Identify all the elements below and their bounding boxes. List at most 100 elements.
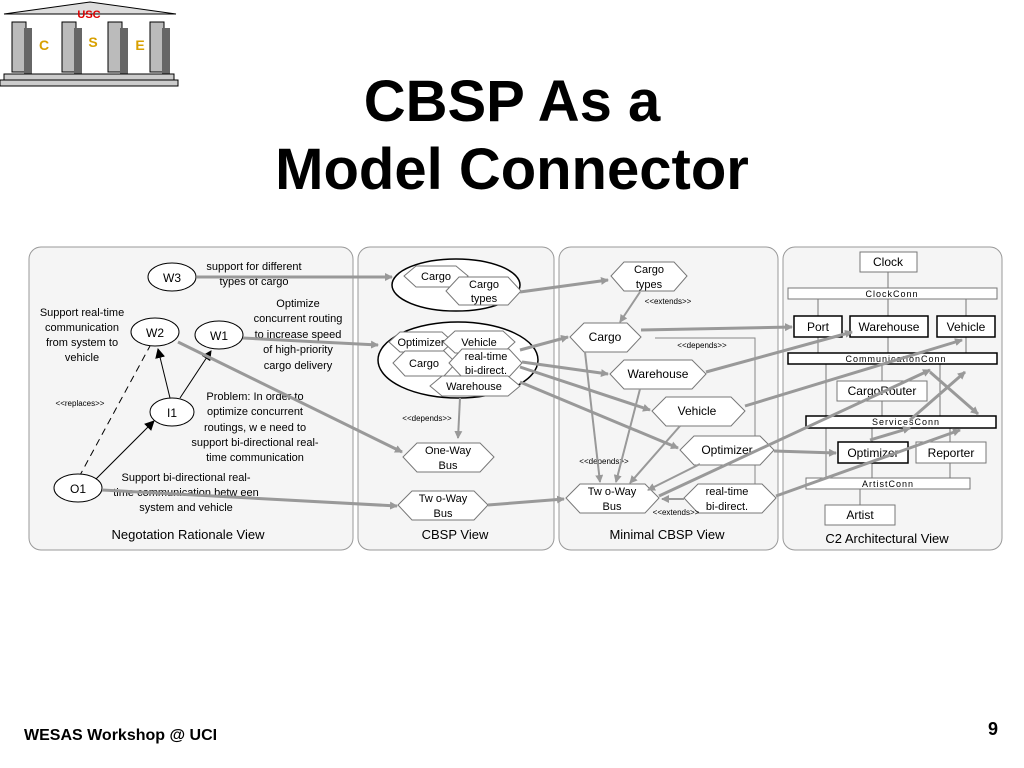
c2-vehicle-component (936, 315, 996, 338)
c2-clock-label: Clock (873, 255, 904, 269)
c2-clock-component (859, 251, 918, 273)
minimal-panel-label: Minimal CBSP View (609, 527, 725, 542)
cbsp-cargo-types-line: types (471, 293, 498, 305)
o1-label: O1 (70, 482, 86, 496)
cbsp-cargo-node (403, 265, 469, 288)
w2-to-oneway-edge (177, 340, 403, 454)
minimal-twoway-node (565, 483, 660, 514)
i1-text-line: routings, w e need to (204, 422, 306, 434)
replaces-label: <<replaces>> (56, 399, 105, 408)
minimal-cargo-to-c2-port-edge (640, 323, 793, 332)
minimal-edge (647, 463, 701, 491)
minimal-cargo-node (569, 322, 642, 353)
cbsp-vehicle-label: Vehicle (461, 337, 496, 349)
w3-text-line: types of cargo (219, 276, 288, 288)
c2-cross-edge (869, 426, 911, 442)
w1-text-line: cargo delivery (264, 360, 333, 372)
minimal-realtime-line: real-time (706, 486, 749, 498)
minimal-realtime-node (683, 483, 777, 514)
c2-commconn-bus (787, 352, 998, 365)
cbsp-cargo-label: Cargo (421, 271, 451, 283)
minimal-twoway-to-c2-commconn-edge (658, 368, 931, 498)
cbsp-to-minimal-vehicle-edge (519, 365, 651, 412)
minimal-twoway-line: Tw o-Way (588, 486, 637, 498)
cbsp-realtime-line: bi-direct. (465, 365, 507, 377)
cbsp-cargo2-label: Cargo (409, 358, 439, 370)
rationale-panel-label: Negotation Rationale View (112, 527, 266, 542)
c2-artistconn-label: ArtistConn (862, 479, 914, 489)
mapping-arrows (101, 273, 979, 510)
logo-e-text: E (135, 37, 144, 53)
c2-cross-edge (929, 370, 979, 416)
i1-to-w1-edge (179, 350, 212, 399)
w1-label: W1 (210, 329, 228, 343)
rationale-panel (28, 246, 354, 551)
minimal-extends2-label: <<extends>> (653, 508, 700, 517)
cbsp-warehouse-node (429, 375, 521, 397)
i1-label: I1 (167, 406, 177, 420)
minimal-optimizer-label: Optimizer (701, 443, 752, 457)
cbsp-oneway-line: One-Way (425, 445, 472, 457)
minimal-cargo-types-line: types (636, 279, 663, 291)
i1-text-line: Problem: In order to (206, 391, 303, 403)
title-line-1: CBSP As a (363, 69, 661, 134)
c2-reporter-label: Reporter (928, 446, 975, 460)
w3-text-line: support for different (206, 261, 301, 273)
minimal-vehicle-label: Vehicle (678, 404, 717, 418)
cbsp-to-minimal-optimizer-edge (519, 380, 679, 450)
cbsp-to-minimal-warehouse-edge (521, 360, 609, 377)
c2-panel-label: C2 Architectural View (825, 531, 949, 546)
c2-vehicle-label: Vehicle (947, 320, 986, 334)
c2-warehouse-component (849, 315, 929, 338)
w2-description: Support real-time communication from sys… (40, 307, 124, 364)
i1-text-line: support bi-directional real- (191, 437, 319, 449)
cbsp-oneway-node (402, 442, 495, 473)
w3-node (147, 262, 197, 292)
c2-clockconn-bus (787, 287, 998, 300)
w1-description: Optimize concurrent routing to increase … (254, 298, 343, 372)
w3-description: support for different types of cargo (206, 261, 301, 288)
cbsp-to-minimal-cargo-types-edge (519, 276, 609, 294)
w1-node (194, 320, 244, 350)
minimal-optimizer-node (679, 435, 775, 466)
cbsp-depends-edge (454, 397, 463, 439)
cbsp-to-minimal-cargo-edge (519, 334, 569, 352)
w1-text-line: to increase speed (255, 329, 342, 341)
cbsp-to-minimal-twoway-edge (487, 495, 565, 507)
replaces-edge (78, 345, 151, 478)
logo-c-text: C (39, 37, 49, 53)
c2-reporter-component (915, 441, 987, 464)
o1-to-twoway-edge (101, 488, 398, 510)
c2-cross-edge (909, 370, 966, 422)
page-number: 9 (988, 719, 999, 739)
minimal-vehicle-node (651, 396, 746, 427)
w1-text-line: of high-priority (263, 344, 333, 356)
cbsp-depends-label: <<depends>> (402, 414, 452, 423)
minimal-depends1-label: <<depends>> (677, 341, 727, 350)
minimal-warehouse-to-c2-warehouse-edge (705, 329, 853, 374)
c2-clockconn-label: ClockConn (865, 289, 918, 299)
cbsp-twoway-line: Bus (434, 508, 453, 520)
i1-description: Problem: In order to optimize concurrent… (191, 391, 319, 464)
w2-text-line: communication (45, 322, 119, 334)
c2-port-label: Port (807, 320, 830, 334)
title-line-2: Model Connector (275, 137, 749, 202)
minimal-extends-edge (619, 291, 641, 323)
logo-s-text: S (88, 34, 97, 50)
o1-text-line: system and vehicle (139, 502, 233, 514)
o1-text-line: Support bi-directional real- (121, 472, 250, 484)
c2-optimizer-component (837, 441, 909, 464)
minimal-realtime-line: bi-direct. (706, 501, 748, 513)
c2-warehouse-label: Warehouse (859, 320, 920, 334)
i1-text-line: optimize concurrent (207, 406, 303, 418)
w2-text-line: Support real-time (40, 307, 124, 319)
minimal-twoway-line: Bus (603, 501, 622, 513)
minimal-cargo-types-node (610, 261, 688, 292)
o1-to-i1-edge (94, 420, 155, 481)
w2-text-line: from system to (46, 337, 118, 349)
minimal-edge (629, 425, 681, 484)
minimal-optimizer-to-c2-optimizer-edge (773, 448, 837, 457)
minimal-realtime-to-c2-servicesconn-edge (775, 428, 961, 498)
w2-node (130, 317, 180, 347)
